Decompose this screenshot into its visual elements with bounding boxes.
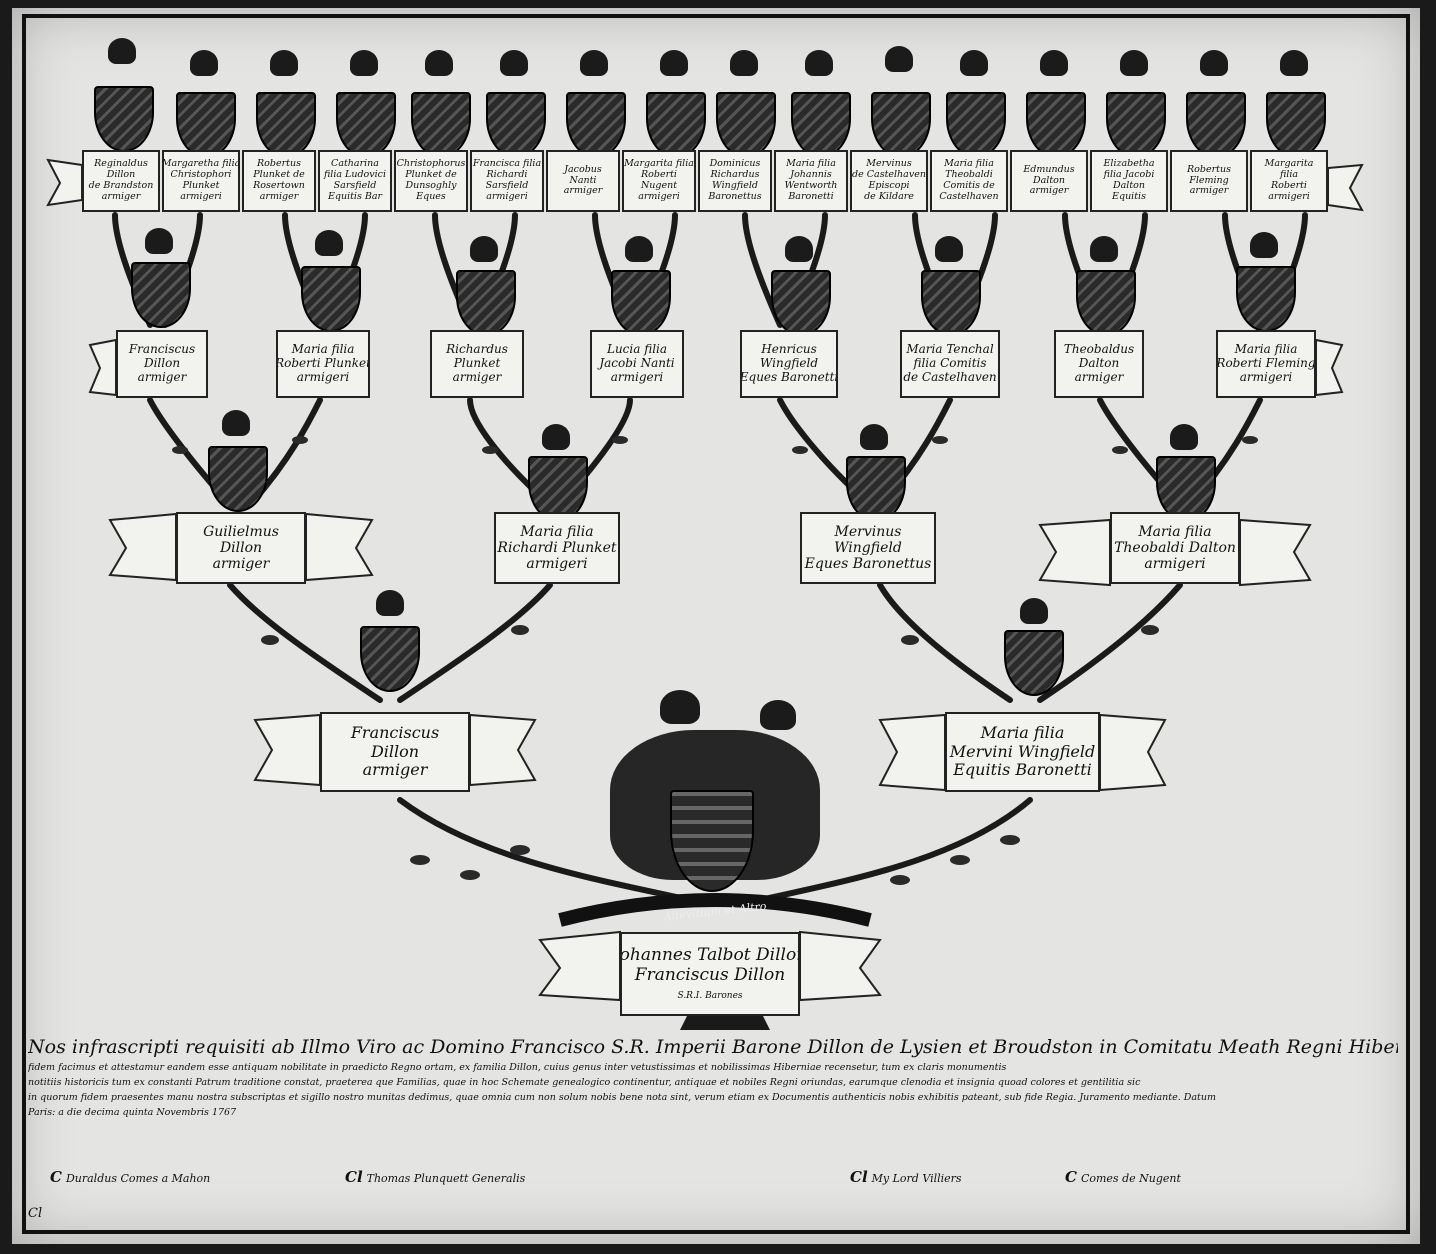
root-label: Johannes Talbot Dillon Franciscus Dillon… [620, 932, 800, 1016]
certificate-line: in quorum fidem praesentes manu nostra s… [28, 1092, 1216, 1103]
coat-of-arms-icon [670, 790, 754, 892]
helmet-icon [1040, 50, 1068, 76]
helmet-icon [1090, 236, 1118, 262]
coat-of-arms-icon [1076, 270, 1136, 336]
helmet-icon [350, 50, 378, 76]
helmet-icon [1120, 50, 1148, 76]
helmet-icon [805, 50, 833, 76]
helmet-icon [108, 38, 136, 64]
coat-of-arms-icon [611, 270, 671, 336]
coat-of-arms-icon [646, 92, 706, 158]
coat-of-arms-icon [946, 92, 1006, 158]
helmet-icon [1280, 50, 1308, 76]
coat-of-arms-icon [771, 270, 831, 336]
helmet-icon [1200, 50, 1228, 76]
helmet-icon [376, 590, 404, 616]
certificate-line: fidem facimus et attestamur eandem esse … [28, 1062, 1007, 1073]
certificate-text: Nos infrascripti requisiti ab Illmo Viro… [28, 1036, 1398, 1118]
coat-of-arms-icon [208, 446, 268, 512]
coat-of-arms-icon [1004, 630, 1064, 696]
helmet-icon [270, 50, 298, 76]
helmet-icon [470, 236, 498, 262]
coat-of-arms-icon [528, 456, 588, 522]
helmet-icon [960, 50, 988, 76]
helmet-icon [785, 236, 813, 262]
coat-of-arms-icon [456, 270, 516, 336]
coat-of-arms-icon [846, 456, 906, 522]
coat-of-arms-icon [131, 262, 191, 328]
coat-of-arms-icon [791, 92, 851, 158]
helmet-icon [660, 50, 688, 76]
parchment-sheet [12, 8, 1420, 1244]
helmet-icon [1170, 424, 1198, 450]
helmet-icon [935, 236, 963, 262]
helmet-icon [145, 228, 173, 254]
helmet-icon [860, 424, 888, 450]
helmet-icon [500, 50, 528, 76]
coat-of-arms-icon [1026, 92, 1086, 158]
helmet-icon [730, 50, 758, 76]
helmet-icon [1020, 598, 1048, 624]
bird-crest-icon [760, 700, 796, 730]
coat-of-arms-icon [94, 86, 154, 152]
coat-of-arms-icon [336, 92, 396, 158]
helmet-icon [542, 424, 570, 450]
corner-mark: Cl [28, 1206, 43, 1221]
coat-of-arms-icon [360, 626, 420, 692]
eagle-crest-icon [660, 690, 700, 724]
coat-of-arms-icon [1106, 92, 1166, 158]
helmet-icon [315, 230, 343, 256]
coat-of-arms-icon [1266, 92, 1326, 158]
certificate-line: Nos infrascripti requisiti ab Illmo Viro… [28, 1036, 1398, 1058]
certificate-date: Paris: a die decima quinta Novembris 176… [28, 1107, 237, 1118]
document-border [22, 14, 1410, 1234]
helmet-icon [580, 50, 608, 76]
helmet-icon [625, 236, 653, 262]
certificate-line: notitiis historicis tum ex constanti Pat… [28, 1077, 1141, 1088]
helmet-icon [425, 50, 453, 76]
helmet-icon [885, 46, 913, 72]
coat-of-arms-icon [716, 92, 776, 158]
helmet-icon [222, 410, 250, 436]
helmet-icon [190, 50, 218, 76]
coat-of-arms-icon [1186, 92, 1246, 158]
coat-of-arms-icon [566, 92, 626, 158]
helmet-icon [1250, 232, 1278, 258]
coat-of-arms-icon [1156, 456, 1216, 522]
